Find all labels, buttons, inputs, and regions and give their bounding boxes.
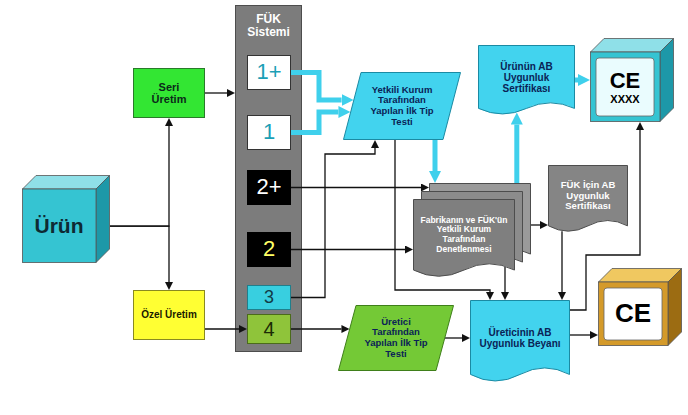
test-box: Yetkili Kurum Tarafından Yapılan İlk Tip… [343,72,461,140]
system-panel: FÜK Sistemi 1+ 1 2+ 2 3 4 [235,5,302,352]
connector-arrow [561,231,562,292]
node-label: 4 [263,318,274,340]
node-label: Ürün [35,214,84,238]
node-label: Üretici Tarafından Yapılan İlk Tip Testi [358,317,434,360]
connector-arrow [575,78,578,83]
cube-top [23,176,110,190]
cube-front [591,52,661,122]
document-outline [549,166,628,232]
node-label: 1 [263,120,275,145]
system-box: 1+ [247,55,291,90]
ce-mark-box: CE [598,268,682,346]
connector-arrow [110,226,169,282]
connector-arrow [291,73,342,101]
connector-arrow [291,112,338,133]
text-group: Özel Üretim [141,309,197,320]
system-box: 3 [247,285,291,310]
text-group: 1 [263,120,275,145]
connector-arrow [445,337,462,338]
text-group: 2+ [256,175,281,200]
text-group: Seri Üretim [146,81,192,106]
cube-side [660,39,674,122]
node-label: CE [610,69,641,94]
text-group: Üretici Tarafından Yapılan İlk Tip Testi [358,317,434,360]
connector-arrow [570,334,590,335]
connector-arrow [504,267,505,292]
test-box: Üretici Tarafından Yapılan İlk Tip Testi [338,305,454,371]
node-label: Yetkili Kurum Tarafından Yapılan İlk Tip… [363,85,441,128]
connector-arrow [205,328,239,329]
connector-arrow [291,148,375,298]
node-label: XXXX [610,93,639,105]
text-group: CE [615,299,651,328]
text-group: CEXXXX [610,69,641,106]
document-outline [414,200,515,277]
ce-mark-box: CEXXXX [590,38,674,122]
certificate-document: Ürünün AB Uygunluk Sertifikası [478,45,575,120]
node-label: FÜK İçin AB Uygunluk Sertifikası [552,180,624,212]
connector-arrow [531,224,540,225]
connector-arrow [205,92,227,93]
cube-top [591,39,674,53]
panel-fill [236,6,302,352]
node-label: Fabrikanın ve FÜK'ün Yetkili Kurum Taraf… [419,216,509,254]
product-box: Ürün [22,175,110,263]
system-box: 2+ [247,170,291,205]
node-label: 1+ [256,60,281,85]
text-group: Ürünün AB Uygunluk Sertifikası [482,61,571,95]
node-label: 3 [264,287,274,307]
text-group: 1+ [256,60,281,85]
node-label: Seri Üretim [146,81,192,106]
cube-side [668,269,682,346]
cube-front [23,189,97,263]
text-group: 2 [263,237,275,262]
node-label: 2+ [256,175,281,200]
node-label: Ürünün AB Uygunluk Sertifikası [482,61,571,95]
text-group: FÜK Sistemi [237,13,300,40]
text-group: Yetkili Kurum Tarafından Yapılan İlk Tip… [363,85,441,128]
connector-arrow [291,249,405,250]
document-outline [471,301,570,381]
parallelogram-outline [339,306,454,371]
node-label: CE [615,299,651,328]
node-label: Özel Üretim [141,309,197,320]
mark-plate [604,288,662,340]
text-group: FÜK İçin AB Uygunluk Sertifikası [552,180,624,212]
text-group: Fabrikanın ve FÜK'ün Yetkili Kurum Taraf… [419,216,509,254]
certificate-document: FÜK İçin AB Uygunluk Sertifikası [548,165,628,237]
declaration-document: Üreticinin AB Uygunluk Beyanı [470,300,570,388]
node-label: Üreticinin AB Uygunluk Beyanı [476,327,564,349]
production-box: Özel Üretim [133,290,205,340]
system-box: 4 [247,314,291,344]
mark-plate [596,58,654,116]
system-box: 1 [247,115,291,150]
connector-arrow [110,126,169,226]
node-label: FÜK Sistemi [237,13,300,40]
text-group: Ürün [35,214,84,238]
connector-arrow [514,125,519,184]
connector-arrow [433,140,438,171]
audit-documents: Fabrikanın ve FÜK'ün Yetkili Kurum Taraf… [413,183,531,283]
connector-arrow [291,328,341,329]
cube-front [599,282,669,346]
node-label: 2 [263,237,275,262]
text-group: 4 [263,318,274,340]
cube-top [599,269,682,283]
text-group: Üreticinin AB Uygunluk Beyanı [476,327,564,349]
cube-side [96,176,110,263]
system-box: 2 [247,232,291,267]
text-group: 3 [264,287,274,307]
production-box: Seri Üretim [133,68,205,118]
document-outline [479,46,575,114]
connector-arrow [291,187,421,188]
parallelogram-outline [344,73,461,140]
